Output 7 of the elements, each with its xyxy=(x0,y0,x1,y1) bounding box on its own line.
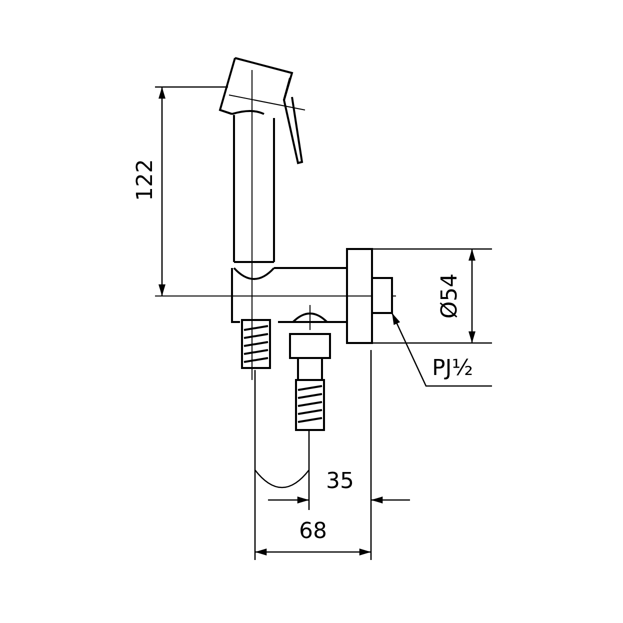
dimension-value: Ø54 xyxy=(439,273,462,319)
dimension-value: 68 xyxy=(299,521,327,543)
dimension-value: 122 xyxy=(135,159,157,201)
dimension-value: 35 xyxy=(326,471,354,493)
thread-size-label: PJ½ xyxy=(432,358,474,380)
outlet-nut xyxy=(371,277,393,314)
leader-line xyxy=(391,312,492,387)
